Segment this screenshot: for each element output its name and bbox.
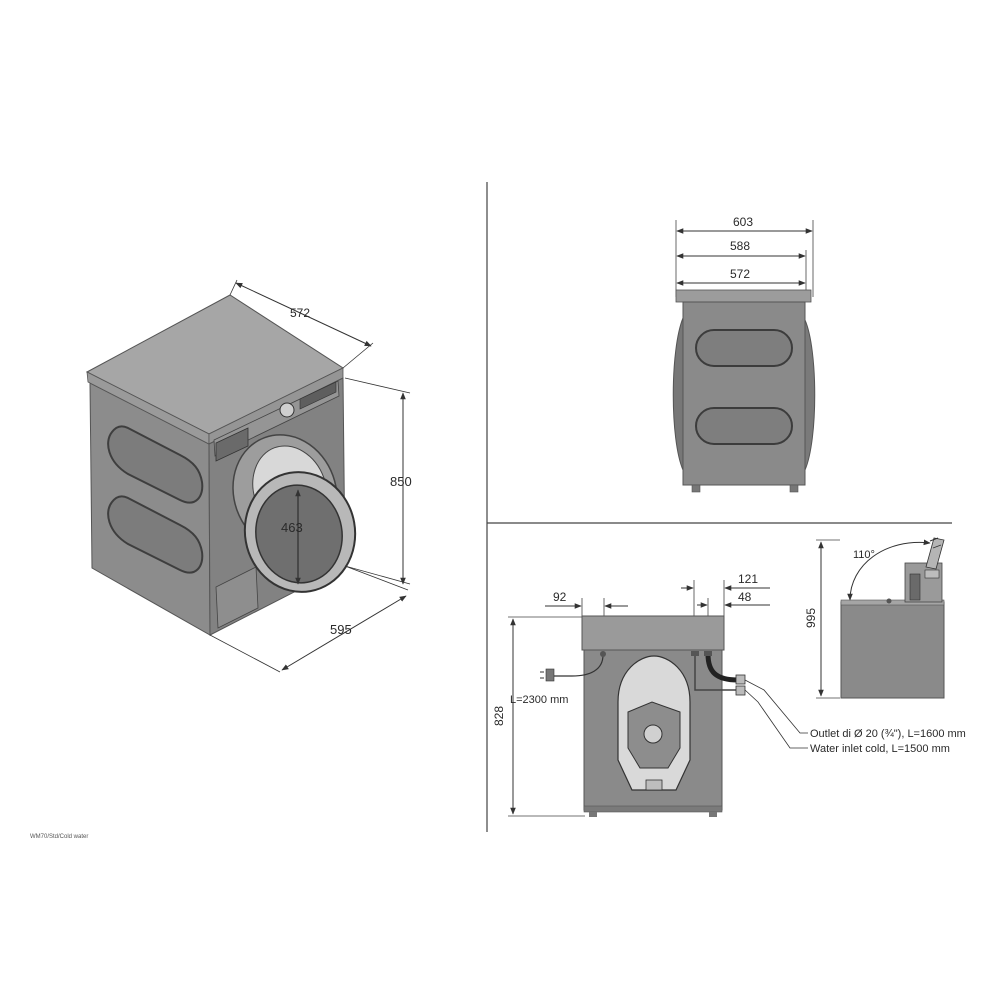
iso-detergent-drawer [215, 427, 249, 462]
iso-side-oval-lower [107, 495, 204, 574]
lid-angle-label: 110° [853, 549, 875, 561]
top-view: 603 588 572 [672, 215, 816, 493]
power-cable-label: L=2300 mm [510, 694, 568, 706]
iso-service-hatch [215, 566, 259, 629]
rear-top-slab [581, 615, 725, 651]
rear-foot-right [709, 812, 717, 817]
iso-display [299, 381, 337, 410]
side-foot-left [691, 484, 701, 493]
rear-left-offset-label: 92 [553, 590, 567, 604]
rear-foot-left [589, 812, 597, 817]
iso-depth-label: 595 [330, 622, 352, 637]
iso-width-label: 572 [290, 306, 310, 320]
iso-side-oval-upper [107, 425, 204, 504]
top-body-door-label: 588 [730, 239, 750, 253]
iso-program-knob [279, 402, 295, 418]
rear-right-offset-a-label: 121 [738, 572, 758, 586]
lid-view: 995 110° [804, 537, 945, 699]
lid-height-label: 995 [804, 608, 818, 628]
iso-door-diameter-label: 463 [281, 520, 303, 535]
inlet-hose [694, 654, 738, 691]
lid-body [840, 601, 945, 699]
top-body-label: 572 [730, 267, 750, 281]
rear-panel-notch [645, 779, 663, 791]
rear-base [583, 805, 723, 813]
outlet-label: Outlet di Ø 20 (¾"), L=1600 mm [810, 728, 966, 740]
side-door-bulge [672, 317, 684, 471]
rear-height-label: 828 [492, 706, 506, 726]
lid-swing-arc [847, 539, 931, 601]
rear-right-offset-b-label: 48 [738, 590, 752, 604]
rear-drain-port [643, 724, 663, 744]
power-cable [552, 654, 604, 677]
top-overall-label: 603 [733, 215, 753, 229]
side-oval-lower [695, 407, 793, 445]
iso-height-label: 850 [390, 474, 412, 489]
inlet-connector [735, 685, 746, 696]
drawing-caption: WM70/Std/Cold water [30, 834, 88, 840]
isometric-view: 463 572 850 595 [85, 279, 412, 673]
power-plug [545, 668, 555, 682]
side-oval-upper [695, 329, 793, 367]
side-top-slab [675, 289, 812, 303]
inlet-label: Water inlet cold, L=1500 mm [810, 743, 950, 755]
outlet-connector [735, 674, 746, 685]
rear-view: 828 92 121 48 L=2300 mm [492, 572, 966, 817]
side-foot-right [789, 484, 799, 493]
side-back-bulge [804, 319, 816, 471]
outlet-hose [705, 653, 739, 683]
